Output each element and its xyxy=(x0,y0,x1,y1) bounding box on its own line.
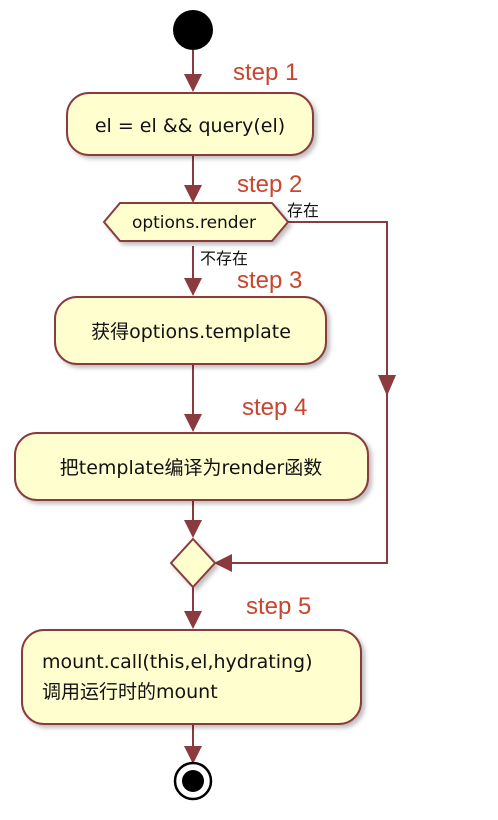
decision-options-render-label: options.render xyxy=(132,213,256,233)
step-1-label: step 1 xyxy=(233,59,298,86)
arrowhead xyxy=(184,278,202,296)
action-query-el-label: el = el && query(el) xyxy=(95,115,285,137)
arrowhead xyxy=(184,746,202,764)
guard-exists-label: 存在 xyxy=(287,201,319,220)
arrowhead xyxy=(214,554,232,572)
action-compile-render-label: 把template编译为render函数 xyxy=(60,457,322,479)
arrowhead xyxy=(184,520,202,538)
arrowhead xyxy=(184,74,202,92)
step-3-label: step 3 xyxy=(237,267,302,294)
start-node xyxy=(173,10,213,50)
step-2-label: step 2 xyxy=(237,171,302,198)
arrowhead xyxy=(184,414,202,432)
arrowhead xyxy=(184,185,202,203)
action-compile-render xyxy=(14,432,369,501)
arrowhead xyxy=(184,611,202,629)
arrowhead xyxy=(378,375,396,396)
merge-node xyxy=(169,537,217,589)
action-mount-call xyxy=(21,629,362,725)
action-query-el xyxy=(66,92,314,156)
action-mount-call-line1: mount.call(this,el,hydrating) xyxy=(42,651,313,673)
step-5-label: step 5 xyxy=(246,593,311,620)
action-get-template-label: 获得options.template xyxy=(91,321,291,343)
end-node-core xyxy=(182,770,204,792)
arrowheads xyxy=(184,74,396,764)
decision-options-render xyxy=(102,202,290,242)
action-get-template xyxy=(54,296,327,365)
guard-not-exists-label: 不存在 xyxy=(200,249,248,268)
step-4-label: step 4 xyxy=(242,394,307,421)
action-mount-call-line2: 调用运行时的mount xyxy=(42,681,218,703)
